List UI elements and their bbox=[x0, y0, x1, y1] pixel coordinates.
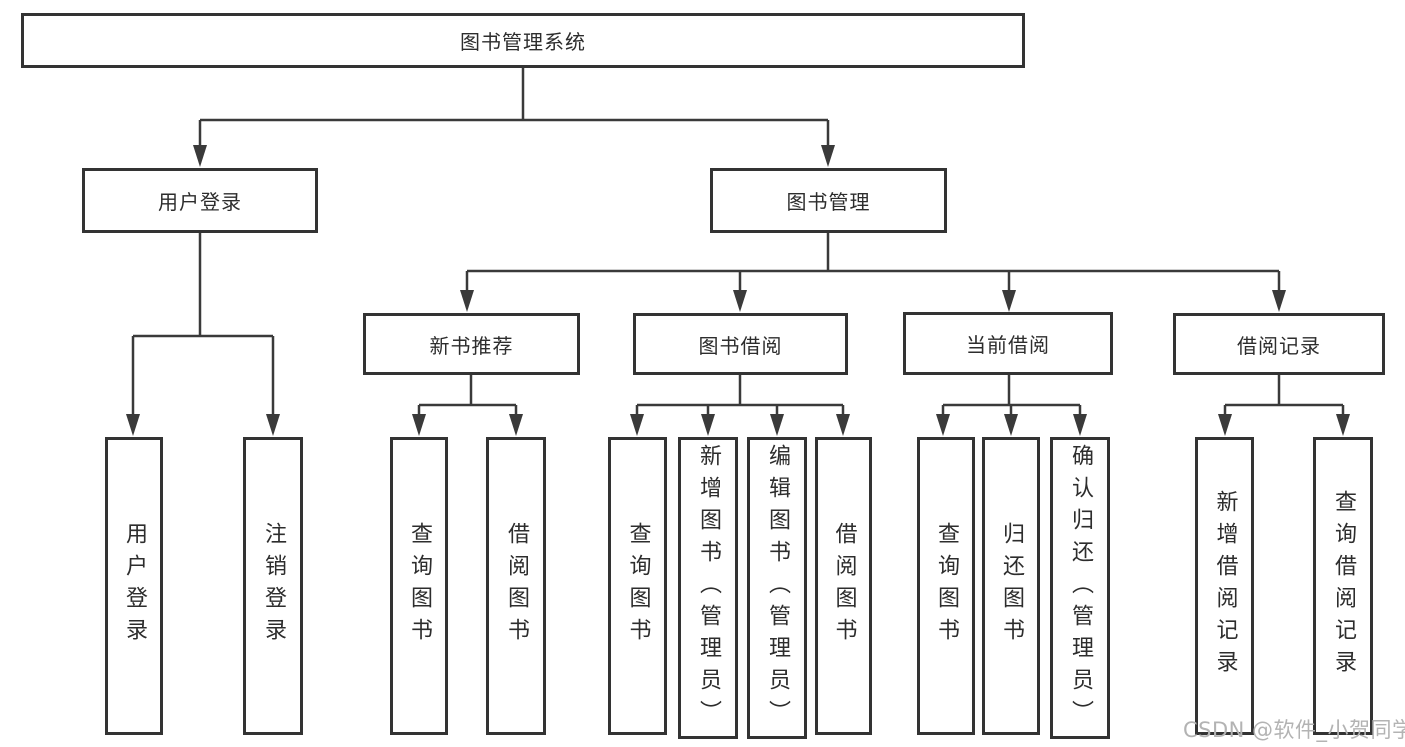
leaf-add-book-admin: 新增图书（管理员） bbox=[678, 437, 738, 739]
node-current-borrow: 当前借阅 bbox=[903, 312, 1113, 375]
leaf-confirm-return-admin: 确认归还（管理员） bbox=[1050, 437, 1110, 739]
leaf-query-books-1: 查询图书 bbox=[390, 437, 448, 735]
node-new-book-recommend: 新书推荐 bbox=[363, 313, 580, 375]
node-book-borrow: 图书借阅 bbox=[633, 313, 848, 375]
root-box: 图书管理系统 bbox=[21, 13, 1025, 68]
leaf-user-login: 用户登录 bbox=[105, 437, 163, 735]
leaf-edit-book-admin: 编辑图书（管理员） bbox=[747, 437, 807, 739]
node-book-management: 图书管理 bbox=[710, 168, 947, 233]
leaf-add-borrow-record: 新增借阅记录 bbox=[1195, 437, 1254, 735]
leaf-query-books-2: 查询图书 bbox=[608, 437, 667, 735]
leaf-borrow-books-2: 借阅图书 bbox=[815, 437, 872, 735]
csdn-watermark: CSDN @软件_小贺同学 bbox=[1183, 718, 1405, 742]
node-borrow-records: 借阅记录 bbox=[1173, 313, 1385, 375]
leaf-borrow-books-1: 借阅图书 bbox=[486, 437, 546, 735]
node-user-login: 用户登录 bbox=[82, 168, 318, 233]
leaf-logout: 注销登录 bbox=[243, 437, 303, 735]
leaf-return-book: 归还图书 bbox=[982, 437, 1040, 735]
leaf-query-books-3: 查询图书 bbox=[917, 437, 975, 735]
leaf-query-borrow-record: 查询借阅记录 bbox=[1313, 437, 1373, 735]
